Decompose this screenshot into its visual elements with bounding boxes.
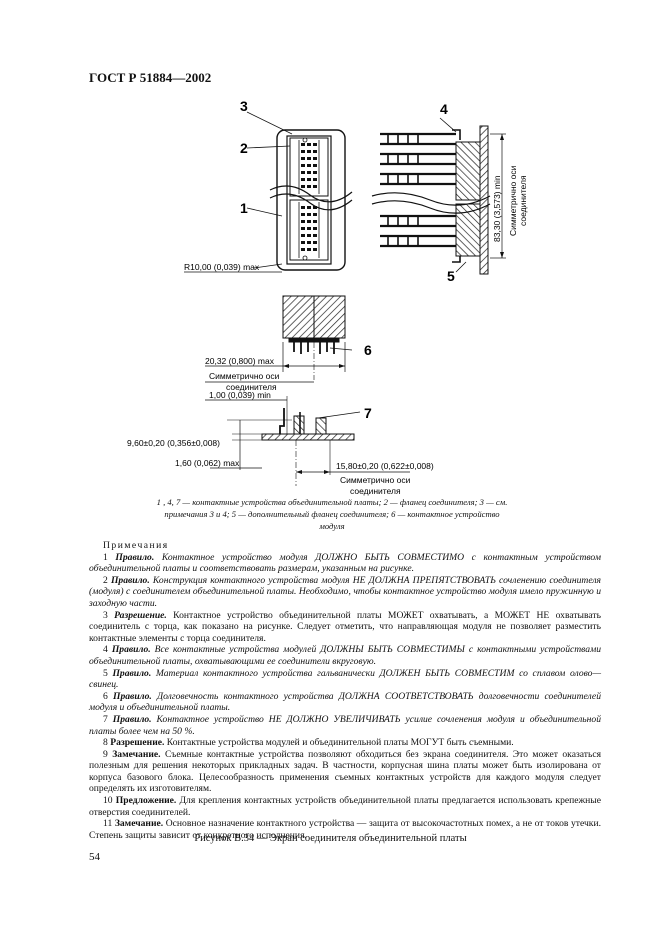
figure-legend: 1 , 4, 7 — контактные устройства объедин… [92, 496, 572, 532]
notes-section: Примечания 1 Правило. Контактное устройс… [89, 540, 601, 841]
label-dim-width: 20,32 (0,800) max [205, 356, 275, 366]
note-item: 9 Замечание. Съемные контактные устройст… [89, 748, 601, 795]
label-dim-offset: 15,80±0,20 (0,622±0,008) [336, 461, 434, 471]
label-sym-1: Симметрично оси [209, 371, 280, 381]
label-7: 7 [364, 405, 372, 421]
label-radius: R10,00 (0,039) max [184, 262, 260, 272]
connector-side-view [371, 117, 506, 275]
label-vert-sym-2: соединителя [518, 175, 528, 226]
legend-line: примечания 3 и 4; 5 — дополнительный фла… [164, 509, 500, 519]
label-1: 1 [240, 200, 248, 216]
note-item: 7 Правило. Контактное устройство НЕ ДОЛЖ… [89, 713, 602, 737]
label-sym-2: соединителя [226, 382, 277, 392]
label-vert-dim: 83,30 (3,573) min [492, 175, 502, 242]
label-6: 6 [364, 342, 372, 358]
label-5: 5 [447, 268, 455, 284]
figure-drawing: 3 2 1 R10,00 (0,039) max [127, 98, 528, 496]
note-item: 11 Замечание. Основное назначение контак… [89, 818, 601, 841]
board-contact-detail [205, 396, 410, 486]
note-item: 1 Правило. Контактное устройство модуля … [89, 551, 601, 575]
label-sym2-2: соединителя [350, 486, 401, 496]
note-item: 5 Правило. Материал контактного устройст… [89, 667, 601, 691]
label-4: 4 [440, 101, 448, 117]
page-number: 54 [89, 851, 100, 863]
legend-line: модуля [319, 521, 345, 531]
label-dim-min: 1,00 (0,039) min [209, 390, 271, 400]
note-item: 8 Разрешение. Контактные устройства моду… [103, 737, 514, 749]
page-header: ГОСТ Р 51884—2002 [89, 70, 212, 85]
label-3: 3 [240, 98, 248, 114]
label-sym2-1: Симметрично оси [340, 475, 411, 485]
notes-title: Примечания [103, 540, 169, 551]
note-item: 3 Разрешение. Контактное устройство объе… [89, 609, 601, 644]
note-item: 2 Правило. Конструкция контактного устро… [89, 574, 602, 609]
label-vert-sym-1: Симметрично оси [508, 165, 518, 236]
note-item: 10 Предложение. Для крепления контактных… [89, 795, 601, 818]
note-item: 6 Правило. Долговечность контактного уст… [89, 690, 601, 714]
note-item: 4 Правило. Все контактные устройства мод… [89, 644, 601, 667]
label-dim-height: 9,60±0,20 (0,356±0,008) [127, 438, 220, 448]
figure-title: Рисунок В.34 — Экран соединителя объедин… [194, 833, 467, 844]
label-dim-thick: 1,60 (0,062) max [175, 458, 240, 468]
legend-line: 1 , 4, 7 — контактные устройства объедин… [156, 497, 508, 507]
module-contact-detail [205, 295, 353, 383]
label-2: 2 [240, 140, 248, 156]
connector-front-view [269, 129, 353, 271]
